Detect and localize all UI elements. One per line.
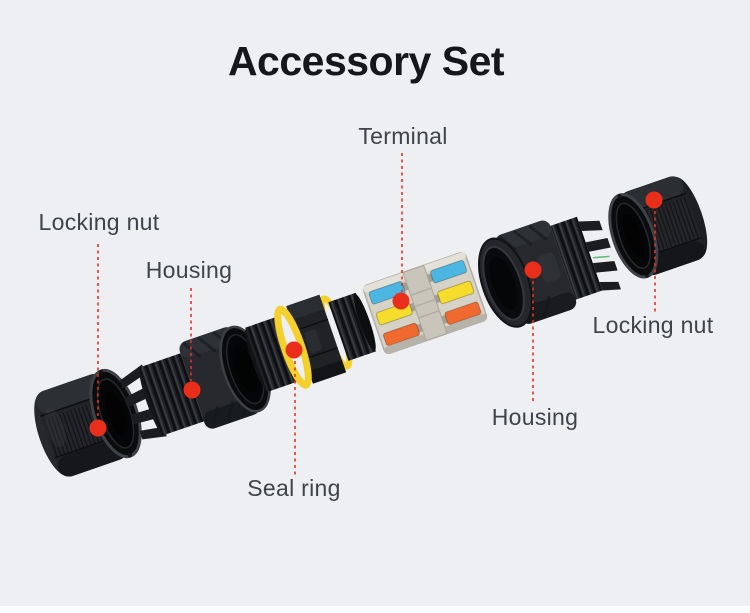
label-housing-right: Housing bbox=[491, 404, 579, 430]
bottom-strip bbox=[0, 606, 750, 613]
terminal-part bbox=[362, 251, 488, 355]
seal-ring-yellow-front bbox=[274, 305, 312, 389]
marker-dot-terminal bbox=[392, 292, 410, 310]
terminal-lever-yellow-right bbox=[437, 280, 475, 305]
seal-left-threads bbox=[245, 316, 300, 393]
marker-dots bbox=[89, 191, 663, 437]
marker-dot-seal-ring bbox=[285, 341, 303, 359]
label-locking-nut-right: Locking nut bbox=[592, 312, 714, 338]
marker-dot-housing-right bbox=[524, 261, 542, 279]
terminal-lever-blue-left bbox=[368, 281, 406, 305]
seal-ring-part bbox=[245, 292, 376, 393]
terminal-lever-blue-right bbox=[430, 259, 468, 284]
housing-left-threads bbox=[138, 353, 204, 436]
label-housing-left: Housing bbox=[145, 257, 233, 283]
housing-right-claws bbox=[578, 220, 621, 291]
terminal-lever-orange-left bbox=[382, 322, 420, 347]
marker-dot-housing-left bbox=[183, 381, 201, 399]
page-title: Accessory Set bbox=[227, 38, 505, 84]
marker-dot-locking-nut-left bbox=[89, 419, 107, 437]
marker-dot-locking-nut-right bbox=[645, 191, 663, 209]
seal-right-threads bbox=[328, 292, 376, 361]
label-locking-nut-left: Locking nut bbox=[38, 209, 160, 235]
label-seal-ring: Seal ring bbox=[247, 475, 341, 501]
label-terminal: Terminal bbox=[358, 123, 448, 149]
locking-nut-right-part bbox=[608, 176, 708, 279]
terminal-lever-orange-right bbox=[444, 301, 482, 325]
housing-right-threads bbox=[550, 216, 603, 300]
leader-lines bbox=[97, 153, 656, 477]
